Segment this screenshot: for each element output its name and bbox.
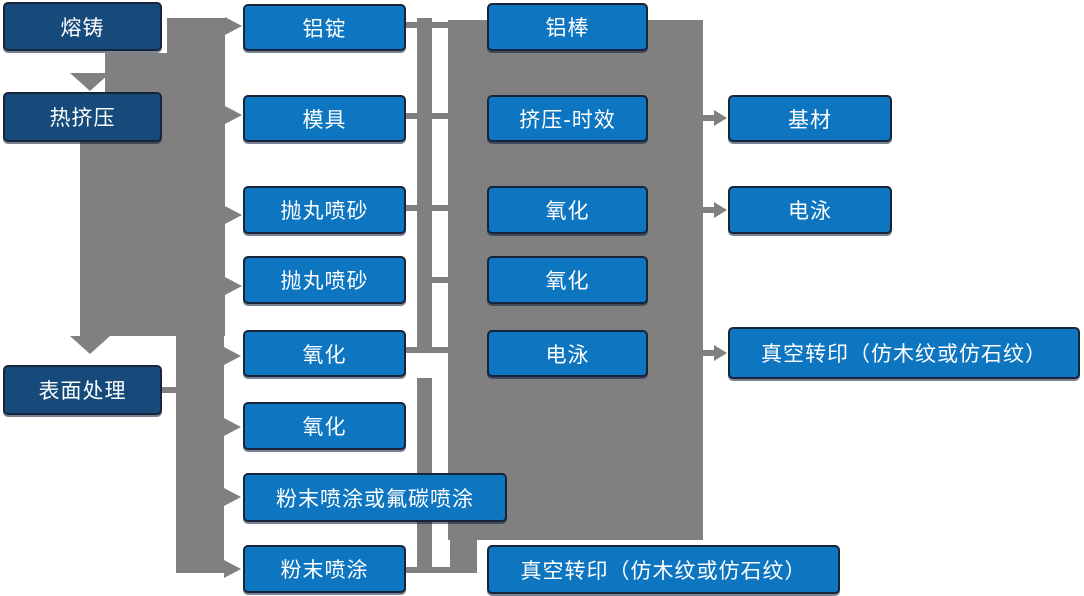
connector-surface-link — [162, 387, 178, 393]
connector-to-vacuum-transfer — [703, 350, 715, 356]
node-oxidation-4: 氧化 — [487, 256, 648, 304]
node-shot-blasting-2: 抛丸喷砂 — [243, 256, 406, 304]
arrow-to-vacuum-transfer — [714, 345, 727, 361]
node-powder-coating: 粉末喷涂 — [243, 545, 406, 593]
connector-ingot-rod — [403, 22, 448, 28]
arrow-to-mold — [225, 106, 242, 124]
node-vacuum-transfer-2: 真空转印（仿木纹或仿石纹） — [728, 327, 1080, 379]
connector-left-mass-wide — [80, 142, 225, 336]
connector-oxid-electro — [403, 347, 448, 353]
node-oxidation-1: 氧化 — [243, 330, 406, 377]
node-extrusion-aging: 挤压-时效 — [487, 95, 648, 142]
node-electrophoresis-1: 电泳 — [487, 330, 648, 377]
node-shot-blasting-1: 抛丸喷砂 — [243, 186, 406, 234]
connector-mid-bus-upper — [417, 18, 432, 353]
arrow-to-shot-blasting-1 — [225, 206, 242, 224]
arrow-to-powder-or-fluorocarbon — [224, 488, 241, 506]
connector-mold-extrusion — [403, 113, 448, 119]
connector-to-electrophoresis — [703, 207, 715, 213]
arrow-down-to-hot-extrusion — [70, 73, 110, 91]
arrow-to-oxidation-1 — [224, 347, 241, 365]
node-aluminum-rod: 铝棒 — [487, 3, 648, 51]
node-oxidation-2: 氧化 — [243, 402, 406, 450]
connector-backdrop-stub — [450, 535, 477, 573]
arrow-to-electrophoresis — [714, 202, 727, 218]
arrow-to-powder-coating — [224, 560, 241, 578]
node-mold: 模具 — [243, 95, 406, 142]
connector-powder-vacuum — [403, 567, 450, 573]
node-vacuum-transfer-1: 真空转印（仿木纹或仿石纹） — [487, 545, 840, 594]
node-powder-or-fluorocarbon: 粉末喷涂或氟碳喷涂 — [243, 473, 507, 522]
arrow-to-base-material — [714, 110, 727, 126]
node-electrophoresis-2: 电泳 — [728, 186, 892, 234]
connector-bus-backdrop — [432, 277, 448, 283]
node-melting: 熔铸 — [3, 2, 162, 51]
node-aluminum-ingot: 铝锭 — [243, 4, 406, 51]
connector-left-mass-top — [167, 18, 225, 53]
node-base-material: 基材 — [728, 95, 892, 142]
connector-to-base-material — [703, 115, 715, 121]
connector-left-band-lower — [176, 336, 224, 573]
connector-blasting1-oxid — [403, 205, 448, 211]
arrow-to-shot-blasting-2 — [225, 277, 242, 295]
node-surface-treatment: 表面处理 — [3, 365, 162, 415]
node-hot-extrusion: 热挤压 — [3, 92, 162, 142]
node-oxidation-3: 氧化 — [487, 186, 648, 234]
arrow-down-to-surface-treatment — [70, 336, 110, 354]
arrow-to-oxidation-2 — [224, 418, 241, 436]
arrow-to-aluminum-ingot — [225, 17, 242, 35]
